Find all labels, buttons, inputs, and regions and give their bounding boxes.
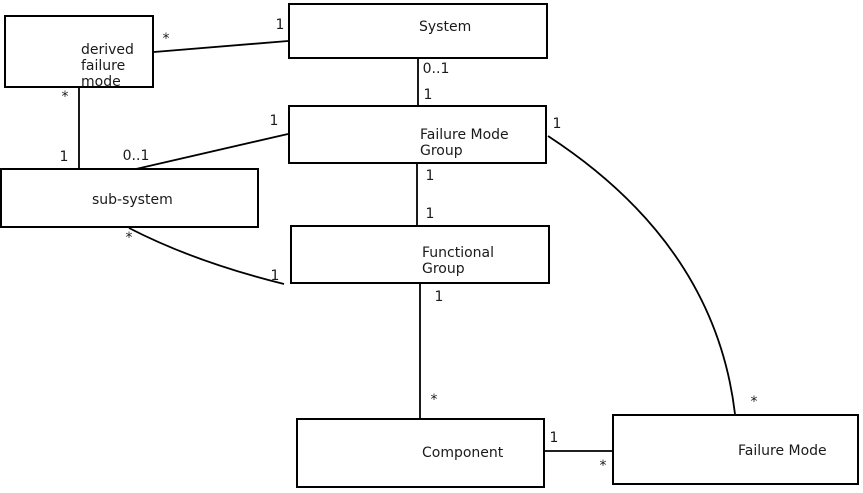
mult-failure-mode-group-functional-group-near-fg: 1 [425,206,435,222]
assoc-sub-system-functional-group-curve [128,227,285,285]
mult-system-failure-mode-group-near-system: 0..1 [422,61,450,77]
assoc-derived-failure-mode-system-line [153,40,289,53]
mult-failure-mode-group-sub-system-near-fmg: 1 [269,113,279,129]
mult-functional-group-component-near-fg: 1 [434,289,444,305]
mult-failure-mode-group-failure-mode-near-failure-mode: * [750,394,758,410]
mult-sub-system-functional-group-near-fg: 1 [270,268,280,284]
assoc-failure-mode-group-sub-system-line [135,133,289,170]
mult-derived-failure-mode-sub-system-near-dfm: * [61,89,69,105]
entity-component-label: Component [422,445,504,461]
entity-failure-mode-group: Failure Mode Group [288,105,547,164]
entity-functional-group: Functional Group [290,225,550,284]
mult-failure-mode-group-sub-system-near-sub-system: 0..1 [122,148,150,164]
entity-failure-mode: Failure Mode [612,414,859,485]
mult-functional-group-component-near-component: * [430,392,438,408]
mult-derived-failure-mode-sub-system-near-sub-system: 1 [59,149,69,165]
entity-component: Component [296,418,545,488]
mult-system-failure-mode-group-near-fmg: 1 [423,87,433,103]
entity-derived-failure-mode: derived failure mode [4,15,154,90]
mult-failure-mode-group-functional-group-near-fmg: 1 [425,168,435,184]
entity-system: System [288,3,548,59]
entity-derived-failure-mode-label: derived failure mode [81,42,134,90]
mult-derived-failure-mode-system-near-dfm: * [162,31,170,47]
entity-sub-system-label: sub-system [92,192,173,208]
entity-failure-mode-group-label: Failure Mode Group [420,127,509,159]
mult-component-failure-mode-near-failure-mode: * [599,458,607,474]
assoc-failure-mode-group-failure-mode-curve [547,135,736,415]
entity-failure-mode-label: Failure Mode [738,443,827,459]
mult-failure-mode-group-failure-mode-near-fmg: 1 [552,116,562,132]
mult-derived-failure-mode-system-near-system: 1 [275,17,285,33]
entity-system-label: System [419,19,472,35]
mult-sub-system-functional-group-near-sub-system: * [125,230,133,246]
entity-sub-system: sub-system [0,168,259,228]
mult-component-failure-mode-near-component: 1 [549,430,559,446]
entity-functional-group-label: Functional Group [422,245,495,277]
